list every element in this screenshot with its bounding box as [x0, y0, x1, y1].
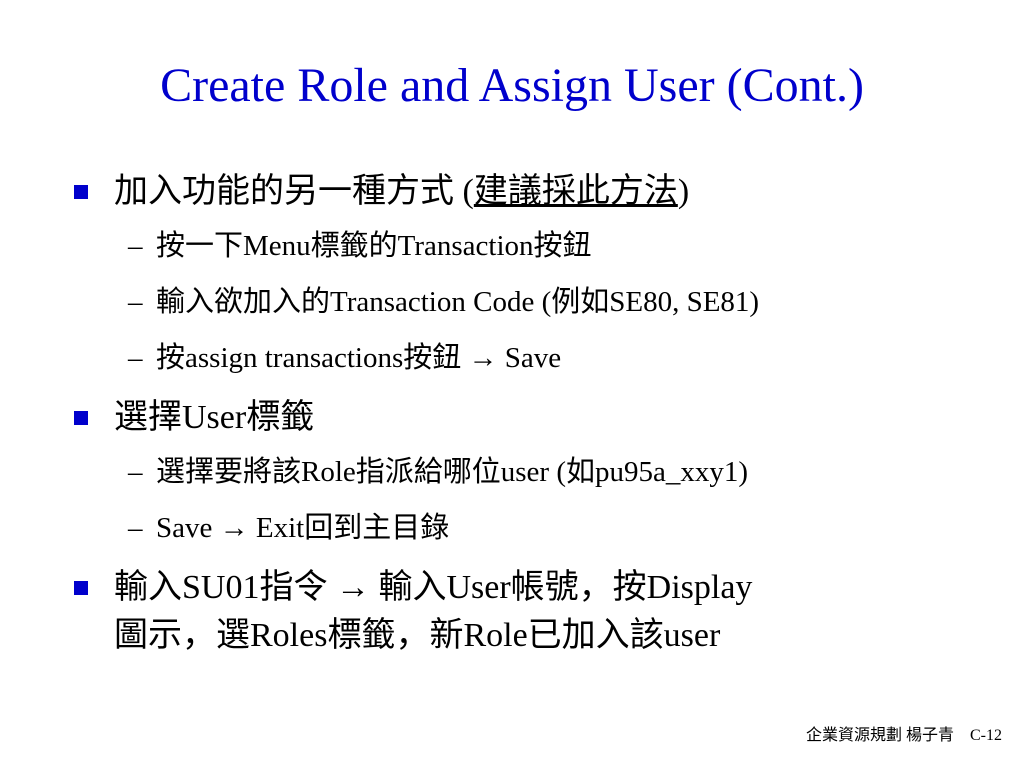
- dash-bullet-icon: –: [128, 342, 143, 374]
- sub-bullet-text: 按assign transactions按鈕 → Save: [156, 342, 562, 374]
- slide-title: Create Role and Assign User (Cont.): [160, 59, 864, 112]
- square-bullet-icon: [74, 581, 88, 595]
- bullet-1-underlined: 建議採此方法: [473, 173, 678, 210]
- bullet-3: 輸入SU01指令 → 輸入User帳號，按Display 圖示，選Roles標籤…: [70, 564, 1000, 660]
- bullet-1-prefix: 加入功能的另一種方式 (: [114, 173, 474, 210]
- bullet-1: 加入功能的另一種方式 (建議採此方法): [70, 168, 1000, 216]
- sub-bullet-text: 按一下Menu標籤的Transaction按鈕: [156, 230, 592, 262]
- sub-bullet-2-2: – Save → Exit回到主目錄: [70, 508, 1000, 548]
- footer-course: 企業資源規劃 楊子青: [805, 727, 954, 744]
- dash-bullet-icon: –: [128, 512, 143, 544]
- sub-bullet-text: Save → Exit回到主目錄: [156, 512, 450, 544]
- sub-bullet-text: 選擇要將該Role指派給哪位user (如pu95a_xxy1): [156, 456, 749, 488]
- dash-bullet-icon: –: [128, 286, 143, 318]
- bullet-3-line-2: 圖示，選Roles標籤，新Role已加入該user: [114, 617, 721, 654]
- slide-body: 加入功能的另一種方式 (建議採此方法) – 按一下Menu標籤的Transact…: [70, 168, 1000, 670]
- sub-bullet-text: 輸入欲加入的Transaction Code (例如SE80, SE81): [156, 286, 760, 318]
- sub-bullet-1-3: – 按assign transactions按鈕 → Save: [70, 338, 1000, 378]
- sub-bullet-1-2: – 輸入欲加入的Transaction Code (例如SE80, SE81): [70, 282, 1000, 322]
- square-bullet-icon: [74, 185, 88, 199]
- bullet-1-suffix: ): [677, 173, 690, 210]
- dash-bullet-icon: –: [128, 456, 143, 488]
- bullet-2-text: 選擇User標籤: [114, 399, 315, 436]
- sub-bullet-1-1: – 按一下Menu標籤的Transaction按鈕: [70, 226, 1000, 266]
- square-bullet-icon: [74, 411, 88, 425]
- bullet-2: 選擇User標籤: [70, 394, 1000, 442]
- sub-bullet-2-1: – 選擇要將該Role指派給哪位user (如pu95a_xxy1): [70, 452, 1000, 492]
- dash-bullet-icon: –: [128, 230, 143, 262]
- footer-page-number: C-12: [970, 727, 1002, 744]
- slide-footer: 企業資源規劃 楊子青 C-12: [806, 726, 1002, 746]
- bullet-3-line-1: 輸入SU01指令 → 輸入User帳號，按Display: [114, 569, 753, 606]
